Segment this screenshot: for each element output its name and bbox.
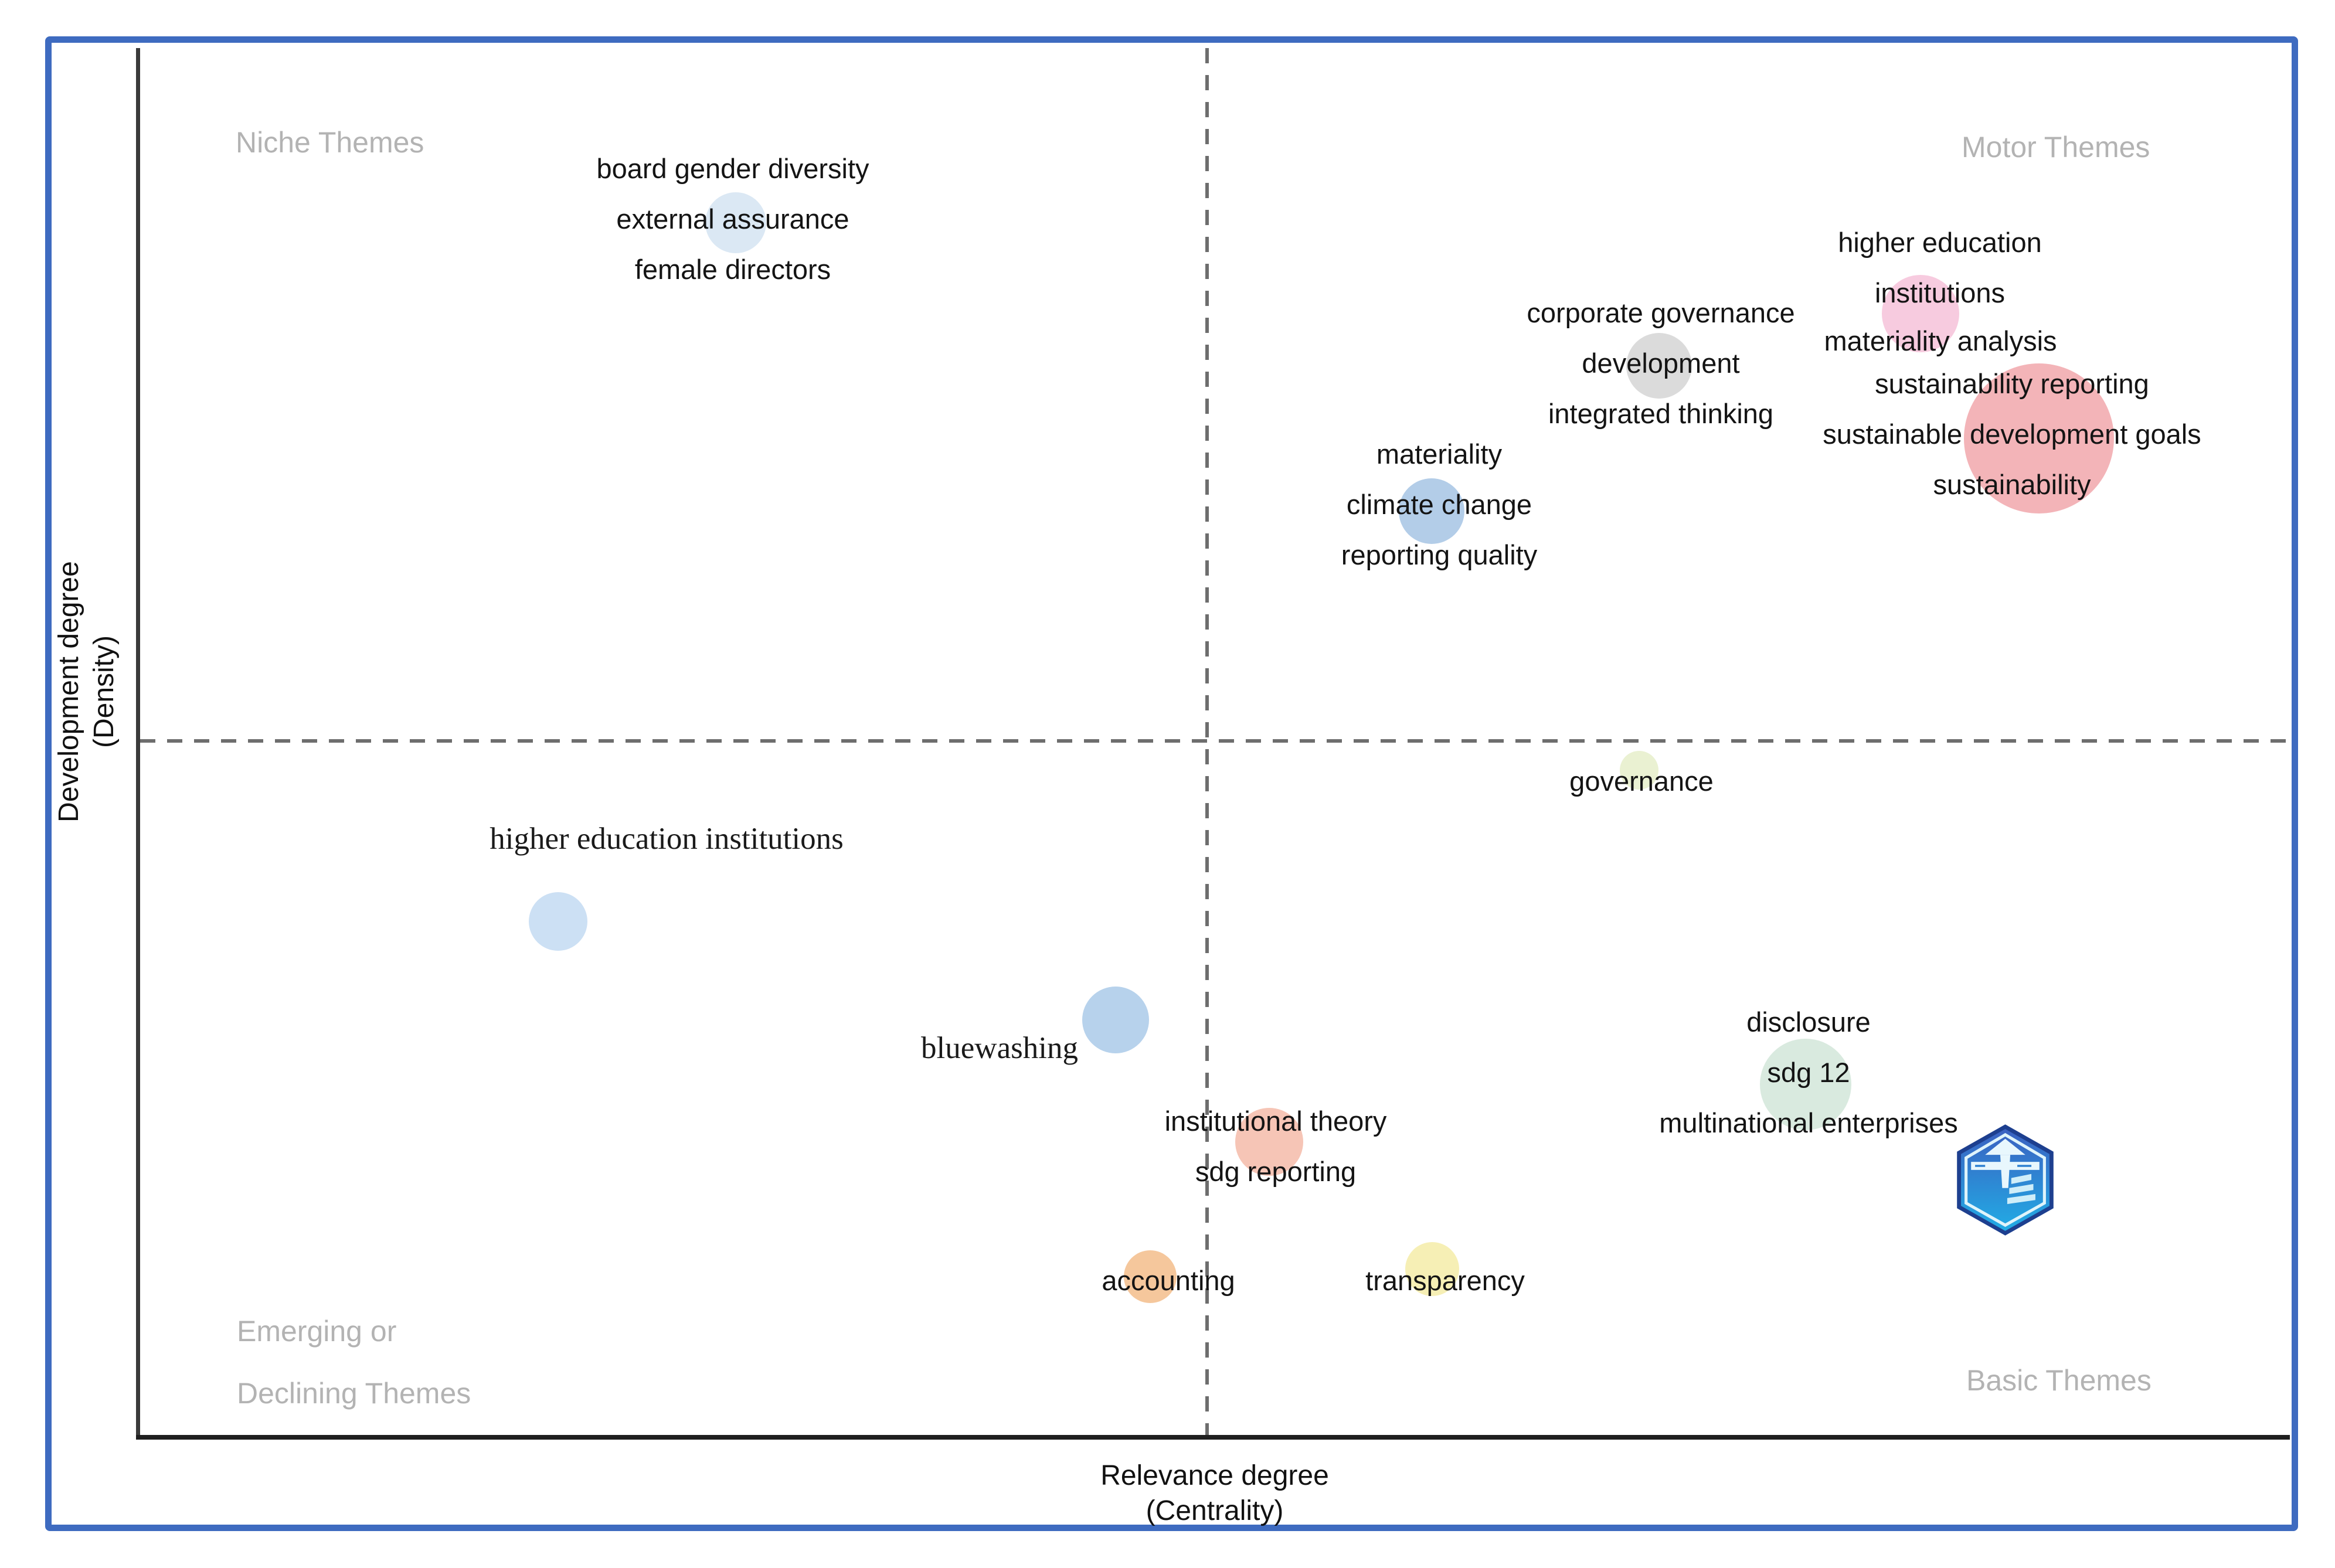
bubble-board-gender-diversity (705, 192, 766, 253)
cluster-institutional-theory-line: institutional theory (1164, 1106, 1387, 1137)
cluster-disclosure-line: sdg 12 (1767, 1057, 1850, 1088)
cluster-sustainability: sustainability reporting sustainable deve… (1823, 359, 2201, 510)
logo-banner (1971, 1162, 2040, 1170)
cluster-transparency-line: transparency (1365, 1265, 1525, 1296)
quadrant-label-basic-themes: Basic Themes (1966, 1364, 2152, 1397)
cluster-higher-education-institutions-left-line: higher education institutions (490, 822, 844, 856)
y-axis-title-line1: Development degree (53, 561, 84, 822)
bubble-bluewashing (1082, 987, 1149, 1053)
cluster-accounting-line: accounting (1102, 1265, 1235, 1296)
x-axis-title: Relevance degree (Centrality) (1100, 1458, 1329, 1529)
logo-step-3 (2007, 1194, 2035, 1205)
cluster-governance-line: governance (1569, 766, 1714, 797)
emerging-declining-line2: Declining Themes (237, 1377, 471, 1410)
cluster-institutional-theory-line: sdg reporting (1195, 1156, 1357, 1187)
cluster-board-gender-diversity-line: external assurance (616, 203, 849, 234)
cluster-sustainability-line: sustainability (1933, 469, 2091, 500)
y-axis-title: Development degree (Density) (52, 561, 122, 822)
bubble-higher-education-institutions-left (529, 892, 587, 951)
cluster-materiality-climate-change-line: climate change (1346, 489, 1532, 520)
cluster-corporate-governance-line: corporate governance (1527, 297, 1795, 328)
cluster-higher-education-institutions-motor-line: higher education (1838, 227, 2042, 258)
logo-step-1 (2011, 1174, 2032, 1184)
x-axis-title-line2: (Centrality) (1146, 1495, 1284, 1526)
bubble-sustainability (1964, 363, 2114, 513)
cluster-accounting: accounting (1102, 1256, 1235, 1306)
x-axis-line (136, 1435, 2290, 1440)
cluster-board-gender-diversity: board gender diversity external assurance… (596, 144, 869, 295)
bubble-materiality-climate-change (1399, 478, 1464, 544)
bubble-institutional-theory (1235, 1108, 1303, 1176)
cluster-materiality-analysis: materiality analysis (1824, 316, 2057, 366)
quadrant-label-motor-themes: Motor Themes (1962, 131, 2150, 164)
cluster-disclosure-line: disclosure (1746, 1006, 1871, 1038)
bubble-corporate-governance (1626, 333, 1692, 399)
quadrant-label-niche-themes: Niche Themes (236, 126, 424, 159)
cluster-materiality-climate-change-line: materiality (1376, 438, 1503, 470)
journal-logo-watermark (1957, 1124, 2054, 1236)
cluster-governance: governance (1569, 756, 1714, 807)
bubble-transparency (1405, 1242, 1459, 1296)
emerging-declining-line1: Emerging or (237, 1315, 397, 1348)
cluster-materiality-analysis-line: materiality analysis (1824, 325, 2057, 356)
logo-step-2 (2009, 1183, 2034, 1194)
y-axis-title-line2: (Density) (89, 635, 120, 749)
x-axis-title-line1: Relevance degree (1100, 1460, 1329, 1491)
cluster-corporate-governance-line: integrated thinking (1548, 398, 1774, 429)
cluster-higher-education-institutions-motor: higher education institutions (1838, 217, 2042, 318)
bubble-governance (1620, 751, 1658, 790)
cluster-board-gender-diversity-line: board gender diversity (596, 153, 869, 184)
cluster-institutional-theory: institutional theory sdg reporting (1165, 1096, 1387, 1197)
cluster-materiality-climate-change-line: reporting quality (1341, 539, 1538, 570)
bubble-higher-education-institutions-motor (1882, 275, 1959, 352)
bubble-accounting (1124, 1250, 1177, 1303)
cluster-higher-education-institutions-left: higher education institutions (490, 814, 844, 864)
cluster-disclosure-line: multinational enterprises (1659, 1107, 1958, 1138)
cluster-bluewashing-line: bluewashing (921, 1031, 1078, 1065)
cluster-sustainability-line: sustainable development goals (1823, 419, 2201, 450)
lighthouse-roof (1985, 1138, 2025, 1155)
cluster-corporate-governance-line: development (1582, 348, 1740, 379)
cluster-bluewashing: bluewashing (921, 1023, 1078, 1073)
horizontal-dashed-divider (140, 739, 2290, 743)
cluster-board-gender-diversity-line: female directors (634, 254, 831, 285)
quadrant-label-emerging-declining-themes: Emerging or Declining Themes (237, 1300, 471, 1424)
cluster-sustainability-line: sustainability reporting (1875, 368, 2149, 399)
bubble-disclosure (1760, 1039, 1851, 1130)
cluster-materiality-climate-change: materiality climate change reporting quali… (1341, 429, 1537, 580)
y-axis-line (136, 48, 140, 1438)
cluster-transparency: transparency (1365, 1256, 1525, 1306)
cluster-disclosure: disclosure sdg 12 multinational enterprise… (1659, 997, 1957, 1148)
cluster-corporate-governance: corporate governance development integrate… (1527, 288, 1794, 439)
cluster-higher-education-institutions-motor-line: institutions (1874, 277, 2006, 308)
